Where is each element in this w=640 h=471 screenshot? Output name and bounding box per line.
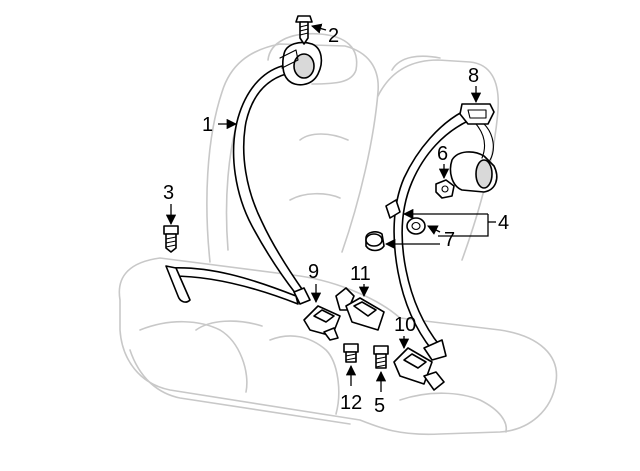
right-headrest bbox=[391, 55, 441, 71]
right-belt-lower-end bbox=[423, 339, 447, 361]
left-belt-end-bracket bbox=[293, 287, 311, 305]
spacer-7a-outer bbox=[406, 217, 426, 235]
callout-9: 9 bbox=[308, 261, 319, 283]
buckle-10-anchor bbox=[423, 371, 445, 391]
callout-7: 7 bbox=[444, 229, 455, 251]
rear-seat-outline bbox=[118, 32, 558, 436]
right-belt-guide-slot bbox=[467, 109, 487, 119]
callout-1: 1 bbox=[202, 114, 213, 136]
buckle-part-10 bbox=[393, 347, 445, 391]
bolt-5-head bbox=[373, 345, 389, 355]
leader-4-bracket bbox=[438, 214, 489, 237]
left-seatback-seam bbox=[289, 133, 349, 201]
bolt-2-thread bbox=[299, 24, 309, 36]
bolt-3-head bbox=[163, 225, 179, 235]
left-headrest bbox=[267, 32, 358, 85]
spacer-7a-inner bbox=[411, 221, 421, 231]
buckle-part-9 bbox=[303, 305, 341, 341]
right-seatback bbox=[377, 59, 500, 261]
seat-cushion-seam-2 bbox=[195, 320, 263, 331]
right-belt-guide bbox=[459, 103, 495, 125]
leader-2 bbox=[311, 23, 327, 34]
bolt-part-2 bbox=[295, 15, 313, 45]
nut-part-6 bbox=[435, 179, 455, 199]
left-lap-belt bbox=[169, 266, 299, 305]
seat-cushion bbox=[118, 257, 558, 436]
right-retractor-strap bbox=[475, 123, 494, 161]
bolt-12-shank bbox=[345, 351, 357, 363]
seat-cushion-seam-1 bbox=[139, 320, 248, 393]
left-retractor-guide bbox=[279, 49, 299, 69]
buckle-9-release bbox=[313, 309, 335, 323]
left-seatback bbox=[206, 43, 379, 263]
callout-2: 2 bbox=[328, 25, 339, 47]
seat-cushion-seam-3 bbox=[269, 335, 340, 415]
right-retractor-spool bbox=[475, 159, 493, 189]
seat-cushion-seam-4 bbox=[399, 392, 508, 433]
bolt-2-head bbox=[295, 15, 313, 23]
callout-12: 12 bbox=[340, 392, 362, 414]
leader-7-a bbox=[427, 225, 441, 235]
callout-8: 8 bbox=[468, 65, 479, 87]
buckle-part-11 bbox=[335, 287, 385, 331]
left-shoulder-belt bbox=[232, 65, 305, 295]
callout-10: 10 bbox=[394, 314, 416, 336]
left-retractor-spool bbox=[293, 53, 315, 79]
bolt-part-5 bbox=[373, 345, 389, 369]
buckle-10-release bbox=[403, 353, 427, 369]
spacer-7b-face bbox=[365, 233, 383, 247]
bolt-12-thread bbox=[345, 353, 357, 361]
bolt-5-thread bbox=[375, 356, 387, 368]
seat-cushion-front bbox=[129, 349, 351, 425]
callout-4: 4 bbox=[498, 212, 509, 234]
buckle-9-bracket bbox=[323, 327, 339, 341]
nut-6-hole bbox=[441, 185, 449, 193]
leader-lines bbox=[165, 23, 496, 392]
callout-labels: 1 2 3 4 5 6 7 8 9 10 11 12 bbox=[163, 25, 509, 417]
left-lap-anchor bbox=[165, 265, 191, 303]
nut-6-body bbox=[435, 179, 455, 199]
spacer-part-7b bbox=[365, 231, 385, 252]
spacer-part-7a bbox=[406, 217, 426, 235]
right-belt-clip bbox=[385, 199, 401, 219]
bolt-part-3 bbox=[163, 225, 179, 253]
right-belt-assembly bbox=[385, 103, 498, 361]
bolt-3-thread bbox=[165, 236, 177, 248]
bolt-part-12 bbox=[343, 343, 359, 363]
callout-11: 11 bbox=[350, 263, 371, 285]
buckle-11-release bbox=[353, 301, 377, 317]
left-belt-assembly bbox=[165, 41, 323, 305]
callout-6: 6 bbox=[437, 143, 448, 165]
callout-3: 3 bbox=[163, 182, 174, 204]
bolt-12-head bbox=[343, 343, 359, 353]
callout-5: 5 bbox=[374, 395, 385, 417]
